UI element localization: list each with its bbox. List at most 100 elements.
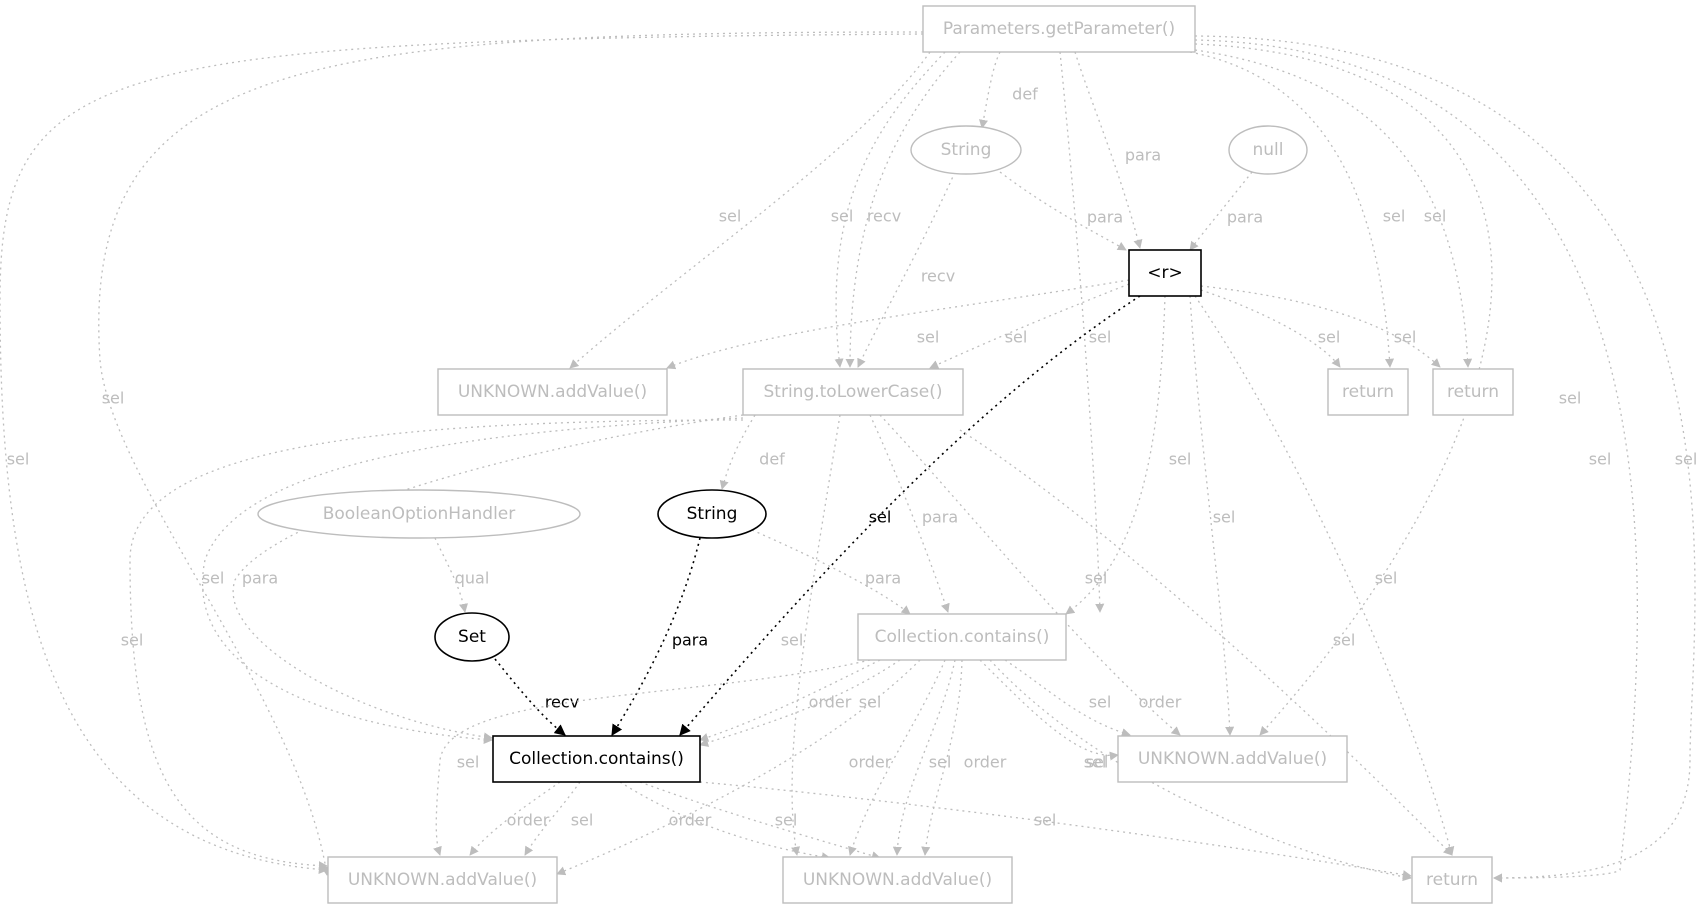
node-box (922, 5, 1196, 53)
edge-sel: sel (879, 414, 1181, 736)
node-box (1432, 368, 1514, 416)
edge-label: para (922, 508, 958, 527)
edge-label: order (849, 753, 892, 772)
node-ellipse (1228, 125, 1308, 175)
edge-label: sel (457, 753, 480, 772)
edge-label: sel (1318, 328, 1341, 347)
edge-label: recv (545, 693, 579, 712)
node-box (327, 856, 558, 904)
edge-label: para (1125, 146, 1161, 165)
edge-label: order (1139, 693, 1182, 712)
node-label: String (941, 140, 992, 160)
edge-label: para (672, 631, 708, 650)
node-box (742, 368, 964, 416)
edge-label: sel (1394, 328, 1417, 347)
edge-label: sel (1375, 569, 1398, 588)
edge-label: sel (719, 207, 742, 226)
edge-sel: sel (121, 419, 744, 871)
edge-label: sel (102, 389, 125, 408)
edge-def: def (719, 414, 785, 490)
edge-label: sel (1086, 753, 1109, 772)
node-box (1327, 368, 1409, 416)
node-ellipse (657, 489, 767, 539)
node-label: String (687, 504, 738, 524)
edge-para: para (999, 171, 1127, 251)
edge-line (989, 659, 1412, 882)
edge-label: sel (1559, 389, 1582, 408)
edge-para: para (1074, 51, 1161, 249)
edge-sel: sel (679, 295, 1141, 736)
edge-sel: sel (1189, 51, 1405, 368)
edge-line (1194, 295, 1455, 856)
edge-line (1074, 51, 1143, 249)
node-ellipse (434, 612, 510, 662)
edge-line (929, 283, 1130, 369)
edge-sel: sel (98, 31, 924, 876)
edge-sel: sel (989, 659, 1412, 882)
edge-order: order (469, 781, 561, 856)
edge-label: sel (917, 328, 940, 347)
edge-sel: sel (1200, 289, 1341, 368)
edge-label: sel (1089, 693, 1112, 712)
node-box (782, 856, 1013, 904)
edge-line (1200, 289, 1341, 368)
edge-sel: sel (1194, 49, 1473, 368)
edge-line (1189, 171, 1253, 251)
edge-line (1194, 49, 1473, 368)
edge-line (879, 414, 1181, 736)
edge-para: para (869, 414, 958, 613)
edge-sel: sel (569, 51, 931, 369)
edge-label: sel (1424, 207, 1447, 226)
edge-line (892, 659, 956, 856)
edge-line (679, 295, 1141, 736)
node-null: null (1228, 125, 1308, 175)
node-label: return (1447, 382, 1499, 402)
node-contains-main: Collection.contains() (492, 735, 701, 783)
edge-sel: sel (1065, 295, 1191, 615)
edge-line (979, 51, 1001, 129)
edge-label: qual (455, 569, 490, 588)
edge-line (921, 659, 963, 856)
edge-sel: sel (781, 414, 841, 856)
edge-line (0, 33, 924, 874)
edge-line (1059, 51, 1105, 613)
edge-line (751, 529, 911, 615)
node-box (1128, 249, 1202, 297)
edge-order: order (979, 659, 1182, 761)
edge-label: sel (571, 811, 594, 830)
edge-line (834, 51, 946, 368)
node-box (1117, 735, 1348, 783)
node-unknown-add-bl: UNKNOWN.addValue() (327, 856, 558, 904)
edge-line (1189, 51, 1395, 368)
edge-order: order (619, 781, 831, 862)
edge-label: sel (775, 811, 798, 830)
edge-label: sel (781, 631, 804, 650)
edge-recv: recv (845, 51, 961, 368)
edge-label: sel (1589, 450, 1612, 469)
edge-sel: sel (202, 417, 744, 744)
node-ellipse (257, 489, 581, 539)
edge-label: sel (1089, 328, 1112, 347)
edge-label: sel (1085, 569, 1108, 588)
node-label: Parameters.getParameter() (943, 19, 1175, 39)
edge-sel: sel (929, 283, 1130, 369)
node-unknown-add-r: UNKNOWN.addValue() (1117, 735, 1348, 783)
edge-line (699, 659, 881, 742)
edge-line (1189, 295, 1235, 736)
edge-recv: recv (857, 171, 956, 368)
edge-label: order (964, 753, 1007, 772)
edge-label: sel (1213, 508, 1236, 527)
edge-label: sel (1034, 811, 1057, 830)
edge-label: recv (921, 267, 955, 286)
edge-sel: sel (639, 781, 881, 861)
edge-line (857, 171, 956, 368)
edge-order: order (921, 659, 1007, 856)
node-set: Set (434, 612, 510, 662)
edge-label: sel (1084, 753, 1107, 772)
node-label: null (1253, 140, 1284, 160)
edge-line (639, 781, 881, 861)
edge-sel: sel (1194, 35, 1697, 883)
edge-label: para (1087, 208, 1123, 227)
